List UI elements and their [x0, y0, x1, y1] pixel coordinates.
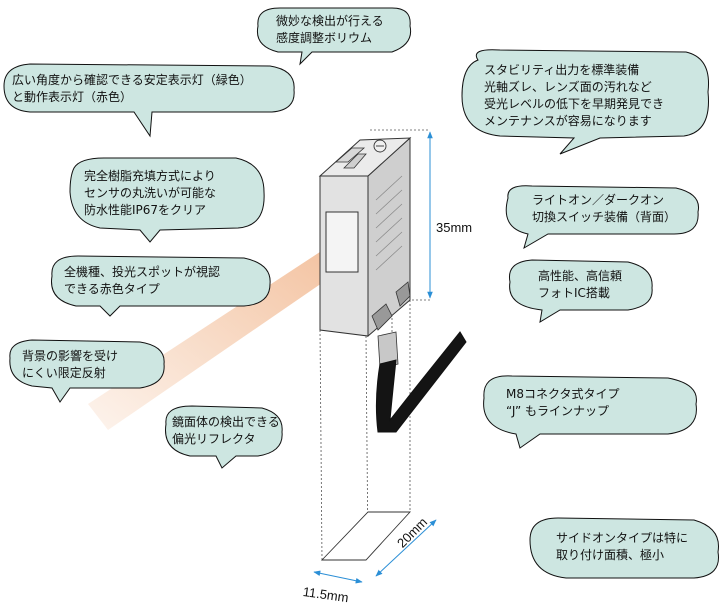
callout-volume-line: 感度調整ボリウム — [276, 31, 373, 45]
bubble-volume — [256, 7, 412, 66]
callout-redlight-line: できる赤色タイプ — [64, 282, 160, 296]
callout-stability-line: スタビリティ出力を標準装備 — [484, 63, 640, 77]
callout-volume: 微妙な検出が行える 感度調整ボリウム — [276, 13, 384, 47]
callout-sideon-line: 取り付け面積、極小 — [556, 548, 665, 562]
callout-ic: 高性能、高信頼 フォトIC搭載 — [538, 268, 622, 302]
sensor-body — [318, 136, 412, 338]
bubble-waterproof — [69, 157, 265, 243]
callout-background-line: にくい限定反射 — [22, 366, 106, 380]
bubble-background — [9, 339, 165, 403]
callout-switch: ライトオン／ダークオン 切換スイッチ装備（背面） — [532, 192, 676, 226]
callout-connector-line: “J” もラインナップ — [506, 404, 610, 418]
callout-indicator: 広い角度から確認できる安定表示灯（緑色） と動作表示灯（赤色） — [12, 72, 252, 106]
cable — [375, 331, 467, 433]
bubble-stability — [461, 49, 710, 155]
callout-ic-line: 高性能、高信頼 — [538, 269, 623, 283]
callout-indicator-line: 広い角度から確認できる安定表示灯（緑色） — [12, 73, 252, 87]
callout-background-line: 背景の影響を受け — [22, 349, 119, 363]
callout-sideon-line: サイドオンタイプは特に — [556, 531, 689, 545]
dim-depth-arrow — [375, 519, 437, 577]
callout-waterproof-line: 防水性能IP67をクリア — [84, 203, 207, 217]
callout-connector: M8コネクタ式タイプ “J” もラインナップ — [506, 386, 620, 420]
dim-width-arrow — [313, 570, 363, 584]
callout-stability-line: 光軸ズレ、レンズ面の汚れなど — [484, 80, 652, 94]
callout-redlight: 全機種、投光スポットが視認 できる赤色タイプ — [64, 264, 220, 298]
callout-indicator-line: と動作表示灯（赤色） — [12, 90, 133, 104]
callout-stability-line: メンテナンスが容易になります — [484, 114, 652, 128]
callout-mirror-line: 鏡面体の検出できる — [172, 415, 280, 429]
dim-height-label: 35mm — [436, 220, 473, 235]
bubble-switch — [505, 185, 700, 250]
callout-connector-line: M8コネクタ式タイプ — [506, 387, 620, 401]
bubble-ic — [508, 259, 653, 323]
callout-switch-line: ライトオン／ダークオン — [532, 193, 665, 207]
callout-waterproof-line: 完全樹脂充填方式により — [84, 169, 216, 183]
callout-mirror-line: 偏光リフレクタ — [172, 432, 256, 446]
callout-redlight-line: 全機種、投光スポットが視認 — [64, 265, 221, 279]
callout-volume-line: 微妙な検出が行える — [276, 14, 384, 28]
callout-stability: スタビリティ出力を標準装備 光軸ズレ、レンズ面の汚れなど 受光レベルの低下を早期… — [484, 62, 664, 130]
bubble-indicator — [3, 63, 295, 138]
bubble-mirror — [165, 405, 283, 469]
bubble-redlight — [51, 255, 271, 317]
callout-sideon: サイドオンタイプは特に 取り付け面積、極小 — [556, 530, 688, 564]
callout-waterproof: 完全樹脂充填方式により センサの丸洗いが可能な 防水性能IP67をクリア — [84, 168, 216, 219]
callout-waterproof-line: センサの丸洗いが可能な — [84, 186, 217, 200]
bubble-connector — [483, 375, 697, 449]
bubble-sideon — [529, 517, 719, 579]
callout-mirror: 鏡面体の検出できる 偏光リフレクタ — [172, 414, 280, 448]
callout-stability-line: 受光レベルの低下を早期発見でき — [484, 97, 665, 111]
callout-background: 背景の影響を受け にくい限定反射 — [22, 348, 118, 382]
callout-ic-line: フォトIC搭載 — [538, 286, 610, 300]
callout-switch-line: 切換スイッチ装備（背面） — [532, 210, 677, 224]
